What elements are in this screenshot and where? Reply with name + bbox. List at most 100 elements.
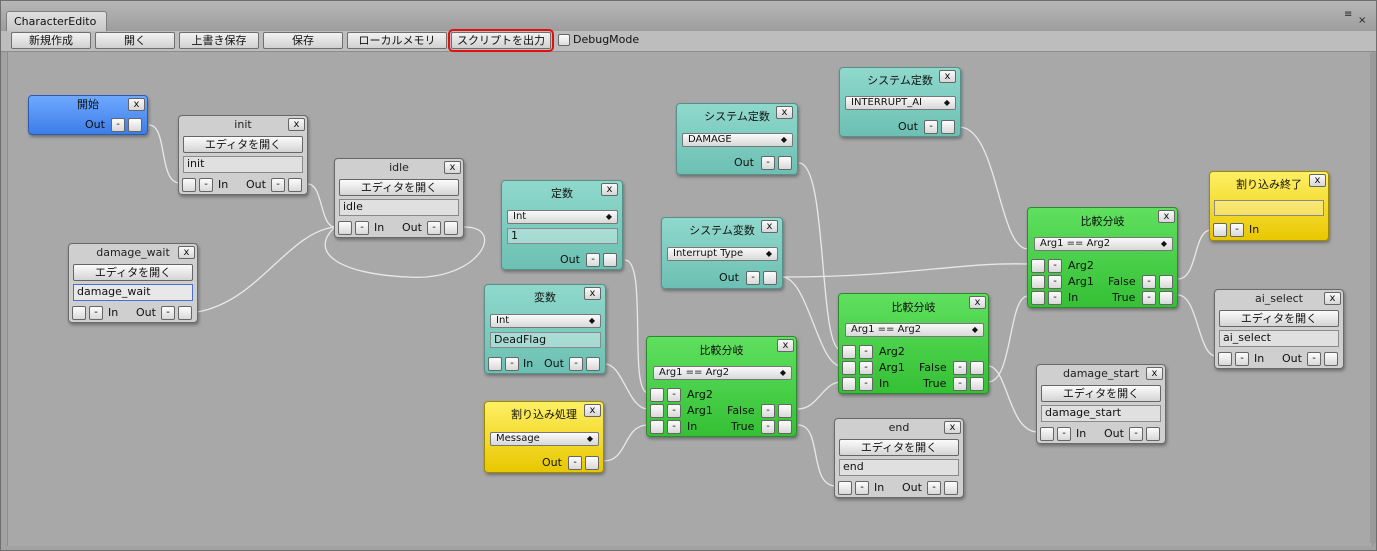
open-editor-button[interactable]: エディタを開く xyxy=(839,439,959,456)
close-node-button[interactable]: x xyxy=(1324,292,1341,305)
true-minus-button[interactable]: - xyxy=(761,420,775,434)
out-minus-button[interactable]: - xyxy=(1129,427,1143,441)
arg2-minus-button[interactable]: - xyxy=(859,345,873,359)
node-end[interactable]: end x エディタを開く end - In Out - xyxy=(834,418,964,498)
out-minus-button[interactable]: - xyxy=(1307,352,1321,366)
false-connector[interactable] xyxy=(1159,275,1173,289)
out-minus-button[interactable]: - xyxy=(427,221,441,235)
node-interrupt-process[interactable]: 割り込み処理 x Message◆ Out - xyxy=(484,401,604,473)
save-button[interactable]: 保存 xyxy=(263,32,343,49)
tab-character-editor[interactable]: CharacterEdito xyxy=(6,11,108,31)
out-connector[interactable] xyxy=(778,156,792,170)
interrupt-end-field[interactable] xyxy=(1214,200,1324,216)
new-button[interactable]: 新規作成 xyxy=(11,32,91,49)
state-name-field[interactable]: damage_start xyxy=(1041,405,1161,422)
debug-mode-checkbox[interactable] xyxy=(558,34,570,46)
out-connector[interactable] xyxy=(944,481,958,495)
false-connector[interactable] xyxy=(970,361,984,375)
out-minus-button[interactable]: - xyxy=(746,271,760,285)
close-node-button[interactable]: x xyxy=(584,404,601,417)
close-node-button[interactable]: x xyxy=(776,106,793,119)
false-minus-button[interactable]: - xyxy=(761,404,775,418)
arg2-minus-button[interactable]: - xyxy=(1048,259,1062,273)
out-connector[interactable] xyxy=(586,357,600,371)
state-name-field[interactable]: ai_select xyxy=(1219,330,1339,347)
in-connector[interactable] xyxy=(488,357,502,371)
close-window-icon[interactable]: × xyxy=(1358,15,1367,26)
node-variable[interactable]: 変数 x Int◆ DeadFlag - In Out - xyxy=(484,284,606,374)
open-editor-button[interactable]: エディタを開く xyxy=(73,264,193,281)
node-damage-start[interactable]: damage_start x エディタを開く damage_start - In… xyxy=(1036,364,1166,444)
true-connector[interactable] xyxy=(1159,291,1173,305)
node-system-constant-interrupt[interactable]: システム定数 x INTERRUPT_AI◆ Out - xyxy=(839,67,961,137)
value-field[interactable]: 1 xyxy=(507,228,618,244)
variable-name-field[interactable]: DeadFlag xyxy=(490,332,601,348)
out-minus-button[interactable]: - xyxy=(161,306,175,320)
local-memory-button[interactable]: ローカルメモリ xyxy=(347,32,447,49)
false-connector[interactable] xyxy=(778,404,792,418)
node-init[interactable]: init x エディタを開く init - In Out - xyxy=(178,115,308,195)
export-script-button[interactable]: スクリプトを出力 xyxy=(448,29,554,52)
out-minus-button[interactable]: - xyxy=(761,156,775,170)
in-minus-button[interactable]: - xyxy=(505,357,519,371)
arg2-connector[interactable] xyxy=(842,345,856,359)
constant-select[interactable]: INTERRUPT_AI◆ xyxy=(845,96,956,110)
node-compare-branch-right[interactable]: 比較分岐 x Arg1 == Arg2◆ - Arg2 - Arg1 False… xyxy=(1027,207,1178,308)
node-idle[interactable]: idle x エディタを開く idle - In Out - xyxy=(334,158,464,238)
open-editor-button[interactable]: エディタを開く xyxy=(1219,310,1339,327)
node-interrupt-end[interactable]: 割り込み終了 x - In xyxy=(1209,171,1329,241)
close-node-button[interactable]: x xyxy=(444,161,461,174)
comparison-select[interactable]: Arg1 == Arg2◆ xyxy=(845,323,984,337)
state-name-field[interactable]: init xyxy=(183,156,303,173)
arg1-connector[interactable] xyxy=(842,361,856,375)
arg1-connector[interactable] xyxy=(1031,275,1045,289)
close-node-button[interactable]: x xyxy=(1158,210,1175,223)
node-damage-wait[interactable]: damage_wait x エディタを開く damage_wait - In O… xyxy=(68,243,198,323)
close-node-button[interactable]: x xyxy=(969,296,986,309)
close-node-button[interactable]: x xyxy=(761,220,778,233)
close-node-button[interactable]: x xyxy=(584,287,601,300)
in-minus-button[interactable]: - xyxy=(199,178,213,192)
arg1-minus-button[interactable]: - xyxy=(1048,275,1062,289)
in-connector[interactable] xyxy=(182,178,196,192)
out-minus-button[interactable]: - xyxy=(586,253,600,267)
node-constant[interactable]: 定数 x Int◆ 1 Out - xyxy=(501,180,623,270)
in-minus-button[interactable]: - xyxy=(855,481,869,495)
out-connector[interactable] xyxy=(178,306,192,320)
variable-select[interactable]: Interrupt Type◆ xyxy=(667,247,778,261)
state-name-field[interactable]: idle xyxy=(339,199,459,216)
node-system-constant-damage[interactable]: システム定数 x DAMAGE◆ Out - xyxy=(676,103,798,175)
in-minus-button[interactable]: - xyxy=(859,377,873,391)
arg2-minus-button[interactable]: - xyxy=(667,388,681,402)
out-connector[interactable] xyxy=(288,178,302,192)
out-minus-button[interactable]: - xyxy=(569,357,583,371)
arg1-minus-button[interactable]: - xyxy=(667,404,681,418)
out-connector[interactable] xyxy=(444,221,458,235)
vertical-scrollbar[interactable] xyxy=(1370,53,1376,543)
close-node-button[interactable]: x xyxy=(1146,367,1163,380)
out-connector[interactable] xyxy=(763,271,777,285)
out-connector[interactable] xyxy=(128,118,142,132)
comparison-select[interactable]: Arg1 == Arg2◆ xyxy=(1034,237,1173,251)
out-connector[interactable] xyxy=(1324,352,1338,366)
state-name-field[interactable]: end xyxy=(839,459,959,476)
in-minus-button[interactable]: - xyxy=(89,306,103,320)
open-button[interactable]: 開く xyxy=(95,32,175,49)
in-connector[interactable] xyxy=(1040,427,1054,441)
in-connector[interactable] xyxy=(338,221,352,235)
in-minus-button[interactable]: - xyxy=(1235,352,1249,366)
in-minus-button[interactable]: - xyxy=(667,420,681,434)
open-editor-button[interactable]: エディタを開く xyxy=(1041,385,1161,402)
arg1-connector[interactable] xyxy=(650,404,664,418)
node-ai-select[interactable]: ai_select x エディタを開く ai_select - In Out - xyxy=(1214,289,1344,369)
menu-icon[interactable]: ≡ xyxy=(1344,9,1353,20)
out-connector[interactable] xyxy=(603,253,617,267)
close-node-button[interactable]: x xyxy=(288,118,305,131)
in-connector[interactable] xyxy=(650,420,664,434)
node-compare-branch-mid[interactable]: 比較分岐 x Arg1 == Arg2◆ - Arg2 - Arg1 False… xyxy=(838,293,989,394)
out-minus-button[interactable]: - xyxy=(271,178,285,192)
type-select[interactable]: Int◆ xyxy=(490,314,601,328)
false-minus-button[interactable]: - xyxy=(1142,275,1156,289)
in-connector[interactable] xyxy=(1218,352,1232,366)
true-minus-button[interactable]: - xyxy=(1142,291,1156,305)
